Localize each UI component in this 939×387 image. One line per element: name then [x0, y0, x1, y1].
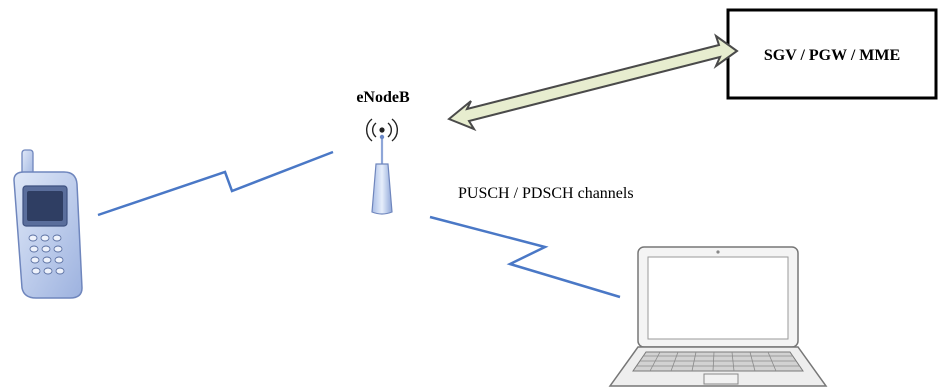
enodeb-label: eNodeB	[356, 89, 410, 106]
antenna-icon	[371, 134, 393, 215]
wireless-link-laptop	[429, 215, 621, 299]
backhaul-double-arrow	[447, 33, 739, 132]
broadcast-waves-icon	[366, 118, 398, 142]
core-network-box: SGV / PGW / MME	[726, 8, 938, 100]
mobile-phone-icon	[13, 149, 83, 299]
laptop-icon	[608, 246, 828, 387]
core-network-label: SGV / PGW / MME	[764, 47, 900, 64]
wireless-link-phone	[97, 150, 334, 217]
channel-label: PUSCH / PDSCH channels	[458, 185, 634, 202]
